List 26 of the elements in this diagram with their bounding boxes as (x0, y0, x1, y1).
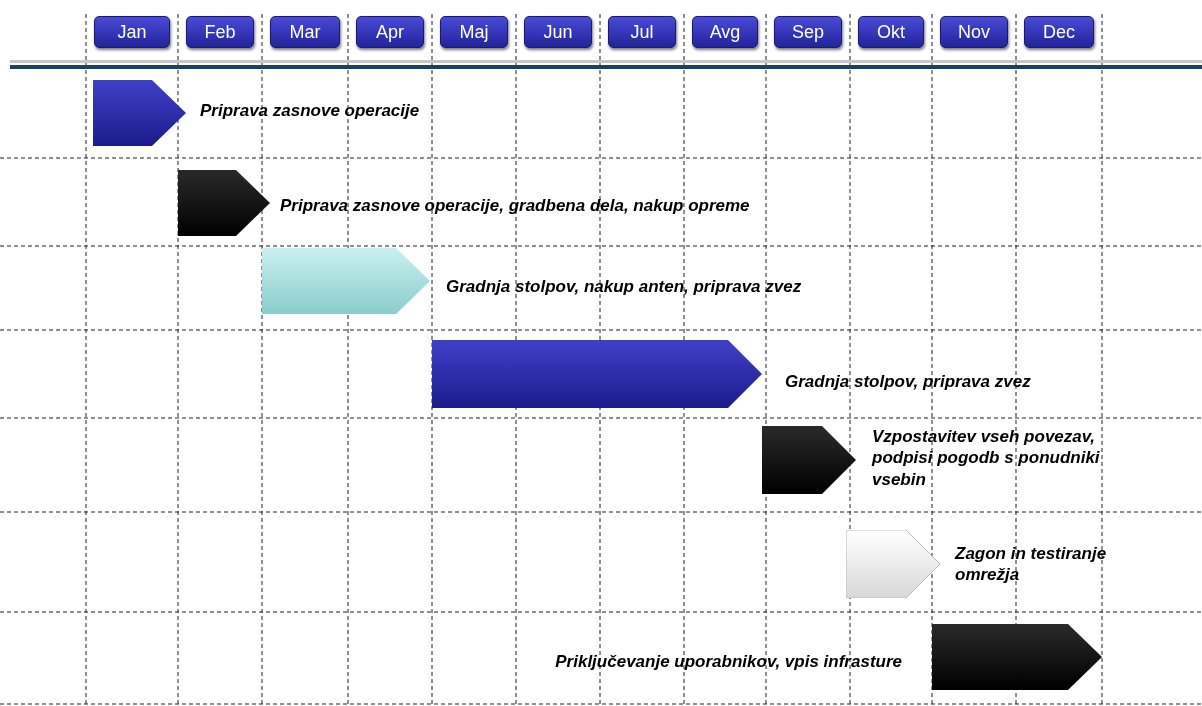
task-label: Priprava zasnove operacije, gradbena dela, nakup opreme (280, 195, 751, 217)
month-tab: Jul (608, 16, 676, 48)
gantt-bar (932, 624, 1102, 690)
month-tab: Okt (858, 16, 924, 48)
month-tab: Avg (692, 16, 758, 48)
gantt-bar (432, 340, 762, 408)
gantt-bar (178, 170, 270, 236)
gantt-bar (93, 80, 186, 146)
task-label: Zagon in testiranje omrežja (955, 543, 1108, 586)
task-label: Priključevanje uporabnikov, vpis infrasture (554, 651, 902, 673)
task-label: Priprava zasnove operacije (200, 100, 421, 122)
month-tab: Jun (524, 16, 592, 48)
month-tab: Mar (270, 16, 340, 48)
task-label: Gradnja stolpov, priprava zvez (785, 371, 1032, 393)
month-tab: Sep (774, 16, 842, 48)
month-tab: Apr (356, 16, 424, 48)
gantt-bar (762, 426, 856, 494)
month-tab: Maj (440, 16, 508, 48)
month-tab: Feb (186, 16, 254, 48)
month-tab: Dec (1024, 16, 1094, 48)
gantt-bar (846, 530, 940, 598)
gantt-bar (262, 248, 430, 314)
month-tab: Nov (940, 16, 1008, 48)
task-label: Vzpostavitev vseh povezav, podpisi pogodb s ponudniki vsebin (872, 426, 1101, 490)
month-tab: Jan (94, 16, 170, 48)
task-label: Gradnja stolpov, nakup anten, priprava zvez (446, 276, 803, 298)
